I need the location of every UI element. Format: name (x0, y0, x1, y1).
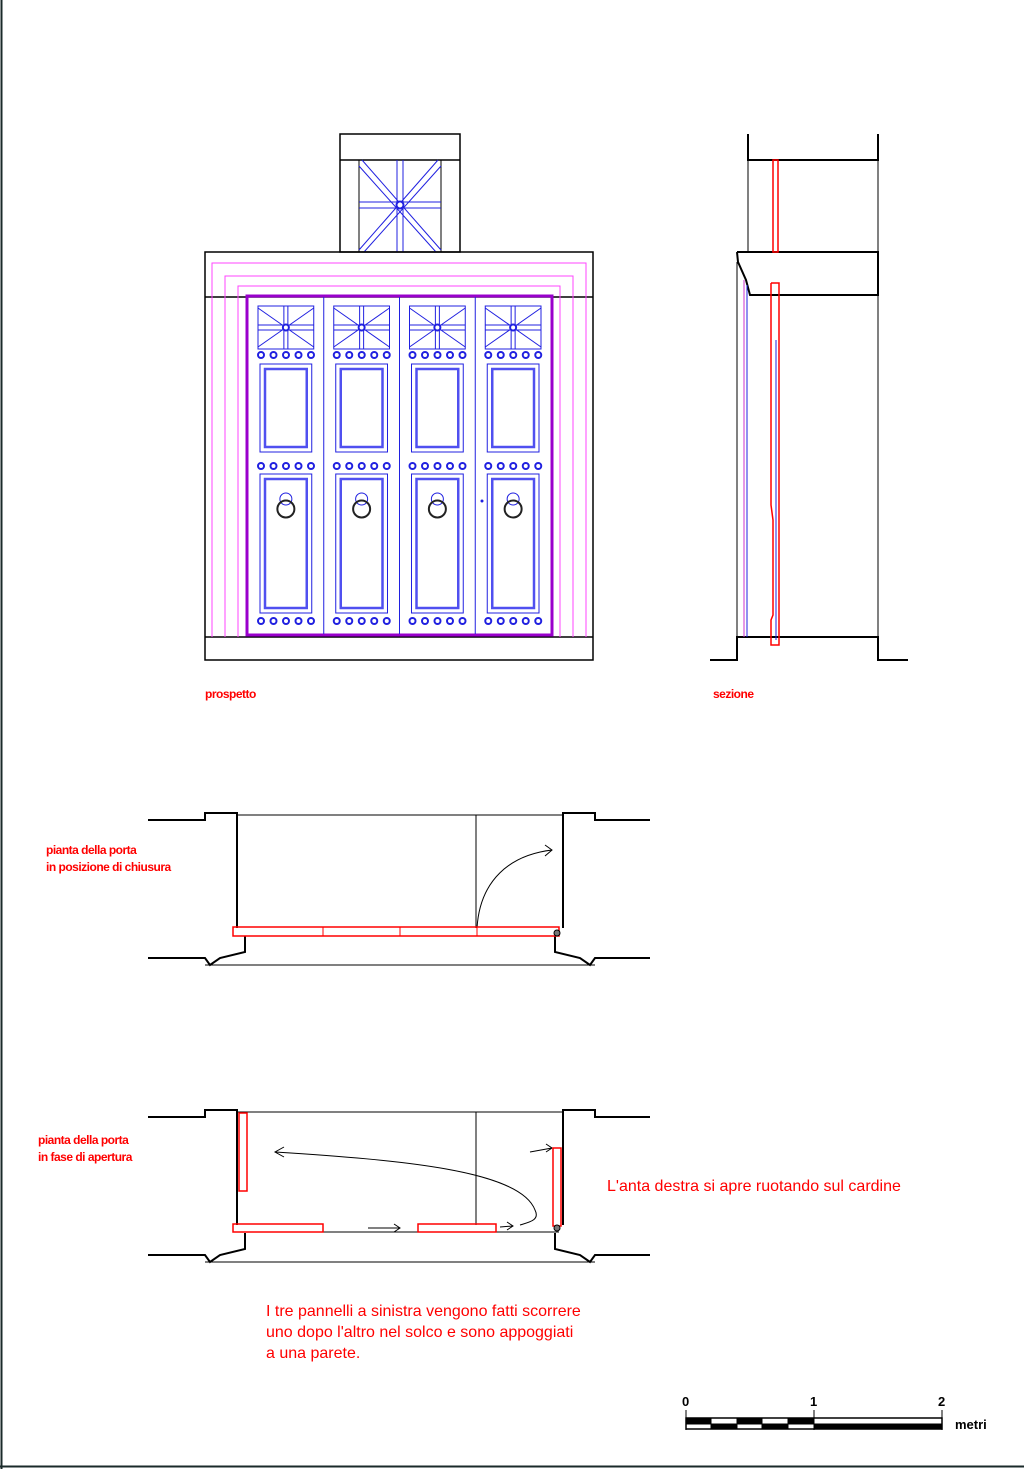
stud (534, 351, 543, 359)
stud (345, 351, 354, 359)
stud (509, 462, 518, 470)
stud (458, 617, 467, 625)
plan-closed-label: pianta della porta in posizione di chius… (46, 843, 171, 874)
stud (357, 351, 366, 359)
elevation-drawing (204, 133, 594, 661)
door-knocker-ring (503, 499, 523, 519)
elevation-label: prospetto (205, 687, 256, 701)
stud (446, 462, 454, 470)
stud (433, 351, 442, 359)
stud (496, 617, 505, 625)
stud (534, 462, 543, 470)
stud (534, 617, 543, 625)
stud (458, 462, 467, 470)
stud (433, 462, 442, 470)
stud (446, 351, 454, 359)
stud (408, 462, 417, 470)
stud (269, 617, 278, 625)
stud (421, 617, 429, 625)
scale-unit: metri (955, 1417, 987, 1432)
panels-note: I tre pannelli a sinistra vengono fatti … (266, 1303, 581, 1362)
plan-closed-drawing (148, 812, 650, 967)
door-knocker-ring (352, 499, 372, 519)
stud (496, 462, 505, 470)
stud (521, 462, 530, 470)
stud (446, 617, 454, 625)
plan-opening-label: pianta della porta in fase di apertura (38, 1133, 132, 1164)
stud (269, 462, 278, 470)
stud (345, 617, 354, 625)
door-leaf (323, 297, 391, 634)
stud (509, 617, 518, 625)
stud (307, 617, 315, 625)
section-drawing (710, 134, 908, 661)
stud (521, 617, 530, 625)
stud (357, 617, 366, 625)
door-leaf (474, 297, 543, 634)
stud (282, 617, 290, 625)
scale-bar (685, 1410, 943, 1430)
section-label: sezione (713, 687, 754, 701)
door-knocker-ring (276, 499, 296, 519)
stud (282, 462, 290, 470)
stud (370, 462, 379, 470)
stud (382, 617, 391, 625)
door-leaf (257, 305, 315, 625)
stud (382, 351, 391, 359)
stud (294, 617, 303, 625)
stud (294, 351, 303, 359)
door-leaf (399, 297, 467, 634)
stud (269, 351, 278, 359)
stud (509, 351, 518, 359)
stud (332, 617, 341, 625)
stud (257, 617, 265, 625)
scale-tick-2: 2 (938, 1394, 946, 1409)
scale-tick-0: 0 (682, 1394, 690, 1409)
stud (484, 351, 493, 359)
stud (408, 617, 417, 625)
stud (332, 351, 341, 359)
transom-fan-window (358, 159, 442, 253)
stud (484, 462, 493, 470)
plan-opening-drawing (148, 1109, 650, 1264)
stud (408, 351, 417, 359)
stud (521, 351, 530, 359)
stud (332, 462, 341, 470)
stud (370, 351, 379, 359)
stud (257, 462, 265, 470)
stud (496, 351, 505, 359)
door-knocker-ring (427, 499, 447, 519)
stud (257, 351, 265, 359)
stud (294, 462, 303, 470)
stud (370, 617, 379, 625)
stud (345, 462, 354, 470)
stud (484, 617, 493, 625)
stud (421, 351, 429, 359)
stud (307, 462, 315, 470)
stud (282, 351, 290, 359)
stud (382, 462, 391, 470)
right-leaf-note: L'anta destra si apre ruotando sul cardi… (607, 1178, 901, 1195)
stud (421, 462, 429, 470)
scale-tick-1: 1 (810, 1394, 818, 1409)
stud (307, 351, 315, 359)
stud (357, 462, 366, 470)
stud (458, 351, 467, 359)
stud (433, 617, 442, 625)
